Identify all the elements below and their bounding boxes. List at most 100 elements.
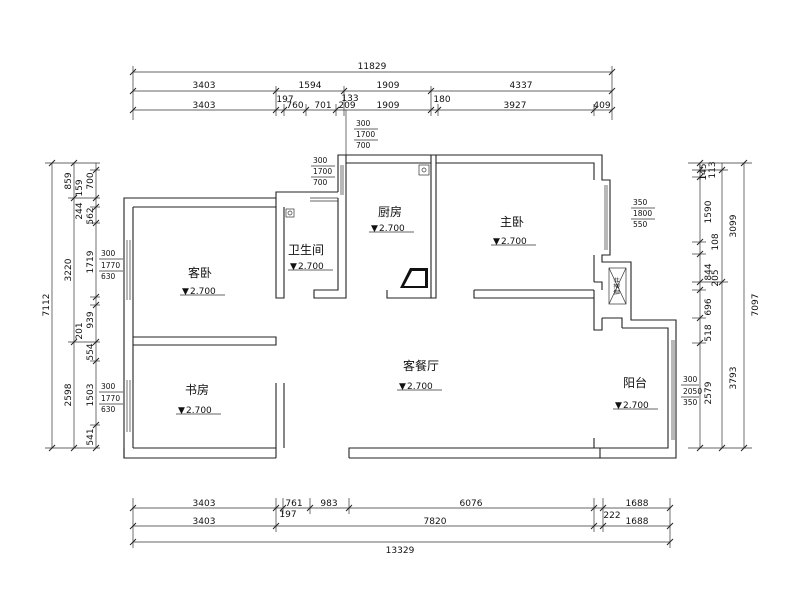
dim-label: 3403 — [193, 499, 216, 509]
elevation-value: 2.700 — [407, 382, 433, 392]
dim-label: 760 — [286, 101, 303, 111]
dim-label: 3220 — [64, 258, 74, 281]
window-spec-line: 630 — [101, 405, 116, 414]
left-dimension-lines — [45, 159, 100, 452]
elevation-arrow-icon: ▼ — [615, 401, 622, 411]
dim-label: 3793 — [729, 367, 739, 390]
dim-label: 541 — [86, 428, 96, 445]
room-living-dining: 客餐厅 ▼ 2.700 — [397, 358, 442, 392]
elevation-value: 2.700 — [298, 262, 324, 272]
elevation-value: 2.700 — [379, 224, 405, 234]
elevation-arrow-icon: ▼ — [371, 224, 378, 234]
room-master-bedroom: 主卧 ▼ 2.700 — [491, 215, 536, 247]
dim-label: 518 — [704, 324, 714, 341]
room-name: 主卧 — [500, 215, 524, 229]
window-spec-master: 350 1800 550 — [631, 198, 655, 229]
elevation-arrow-icon: ▼ — [290, 262, 297, 272]
room-guest-bedroom: 客卧 ▼ 2.700 — [180, 265, 225, 297]
dim-label: 3099 — [729, 214, 739, 237]
top-dimension-lines — [129, 66, 616, 155]
window-spec-guest: 300 1770 630 — [99, 249, 123, 281]
dim-left-overall: 7112 — [42, 294, 52, 317]
room-labels: 客卧 ▼ 2.700 卫生间 ▼ 2.700 厨房 ▼ 2.700 主卧 ▼ 2… — [176, 204, 658, 416]
window-spec-line: 350 — [633, 198, 648, 207]
window-spec-line: 700 — [313, 178, 328, 187]
elevation-value: 2.700 — [623, 401, 649, 411]
window-spec-line: 300 — [356, 119, 371, 128]
dim-label: 1594 — [299, 81, 322, 91]
dim-label: 7820 — [424, 517, 447, 527]
right-dimension-labels: 113 145 1590 108 844 205 696 518 2579 30… — [699, 161, 761, 404]
dim-label: 145 — [699, 163, 709, 180]
dim-label: 859 — [64, 172, 74, 189]
dim-label: 197 — [276, 95, 293, 105]
fixtures: 管道井 — [285, 164, 627, 305]
dim-bottom-overall: 13329 — [386, 546, 415, 556]
dim-label: 983 — [320, 499, 337, 509]
window-spec-line: 350 — [683, 398, 698, 407]
right-dimension-lines — [688, 159, 752, 452]
left-dimension-labels: 7112 859 3220 2598 159 700 244 562 1719 … — [42, 172, 96, 445]
dim-label: 159 — [75, 179, 85, 196]
room-name: 书房 — [185, 382, 209, 397]
dim-label: 1590 — [704, 200, 714, 223]
dim-label: 1688 — [626, 499, 649, 509]
dim-label: 180 — [433, 95, 450, 105]
elevation-arrow-icon: ▼ — [399, 382, 406, 392]
dim-label: 3403 — [193, 101, 216, 111]
window-spec-line: 630 — [101, 272, 116, 281]
room-name: 厨房 — [378, 204, 402, 219]
window-specs: 300 1700 700 300 1700 700 350 1800 550 3… — [99, 119, 702, 414]
dim-label: 1688 — [626, 517, 649, 527]
dim-label: 700 — [86, 172, 96, 189]
room-bathroom: 卫生间 ▼ 2.700 — [288, 243, 333, 272]
window-spec-line: 300 — [101, 382, 116, 391]
window-spec-line: 1770 — [101, 261, 120, 270]
elevation-value: 2.700 — [501, 237, 527, 247]
window-spec-line: 1800 — [633, 209, 652, 218]
interior-walls — [133, 163, 603, 449]
dim-label: 222 — [603, 511, 620, 521]
dim-label: 201 — [75, 322, 85, 339]
elevation-value: 2.700 — [186, 406, 212, 416]
dim-label: 1503 — [86, 384, 96, 407]
dim-label: 205 — [711, 269, 721, 286]
dim-label: 844 — [704, 263, 714, 280]
dim-label: 1909 — [377, 101, 400, 111]
window-spec-line: 2050 — [683, 387, 702, 396]
dim-label: 562 — [86, 207, 96, 224]
dim-label: 409 — [593, 101, 610, 111]
room-name: 阳台 — [623, 375, 647, 390]
room-name: 客餐厅 — [403, 358, 439, 373]
dim-label: 3927 — [504, 101, 527, 111]
dim-label: 1909 — [377, 81, 400, 91]
elevation-value: 2.700 — [190, 287, 216, 297]
dim-label: 6076 — [460, 499, 483, 509]
dim-label: 2598 — [64, 383, 74, 406]
window-spec-line: 300 — [101, 249, 116, 258]
dim-right-overall: 7097 — [751, 294, 761, 317]
elevation-arrow-icon: ▼ — [493, 237, 500, 247]
dim-label: 701 — [314, 101, 331, 111]
dim-label: 761 — [285, 499, 302, 509]
dim-top-overall: 11829 — [358, 62, 387, 72]
window-spec-top-center: 300 1700 700 — [354, 119, 378, 150]
room-balcony: 阳台 ▼ 2.700 — [613, 375, 658, 411]
window-spec-study: 300 1770 630 — [99, 382, 123, 414]
dim-label: 4337 — [510, 81, 533, 91]
dim-label: 209 — [338, 101, 355, 111]
dim-label: 3403 — [193, 81, 216, 91]
dim-label: 133 — [341, 94, 358, 104]
dim-label: 113 — [708, 161, 718, 178]
elevation-arrow-icon: ▼ — [182, 287, 189, 297]
room-name: 卫生间 — [288, 243, 324, 257]
window-spec-line: 1700 — [313, 167, 332, 176]
window-spec-line: 300 — [683, 375, 698, 384]
window-spec-line: 300 — [313, 156, 328, 165]
dim-label: 3403 — [193, 517, 216, 527]
dim-label: 554 — [86, 343, 96, 360]
toilet-fixture — [285, 208, 295, 218]
dim-label: 939 — [86, 311, 96, 328]
